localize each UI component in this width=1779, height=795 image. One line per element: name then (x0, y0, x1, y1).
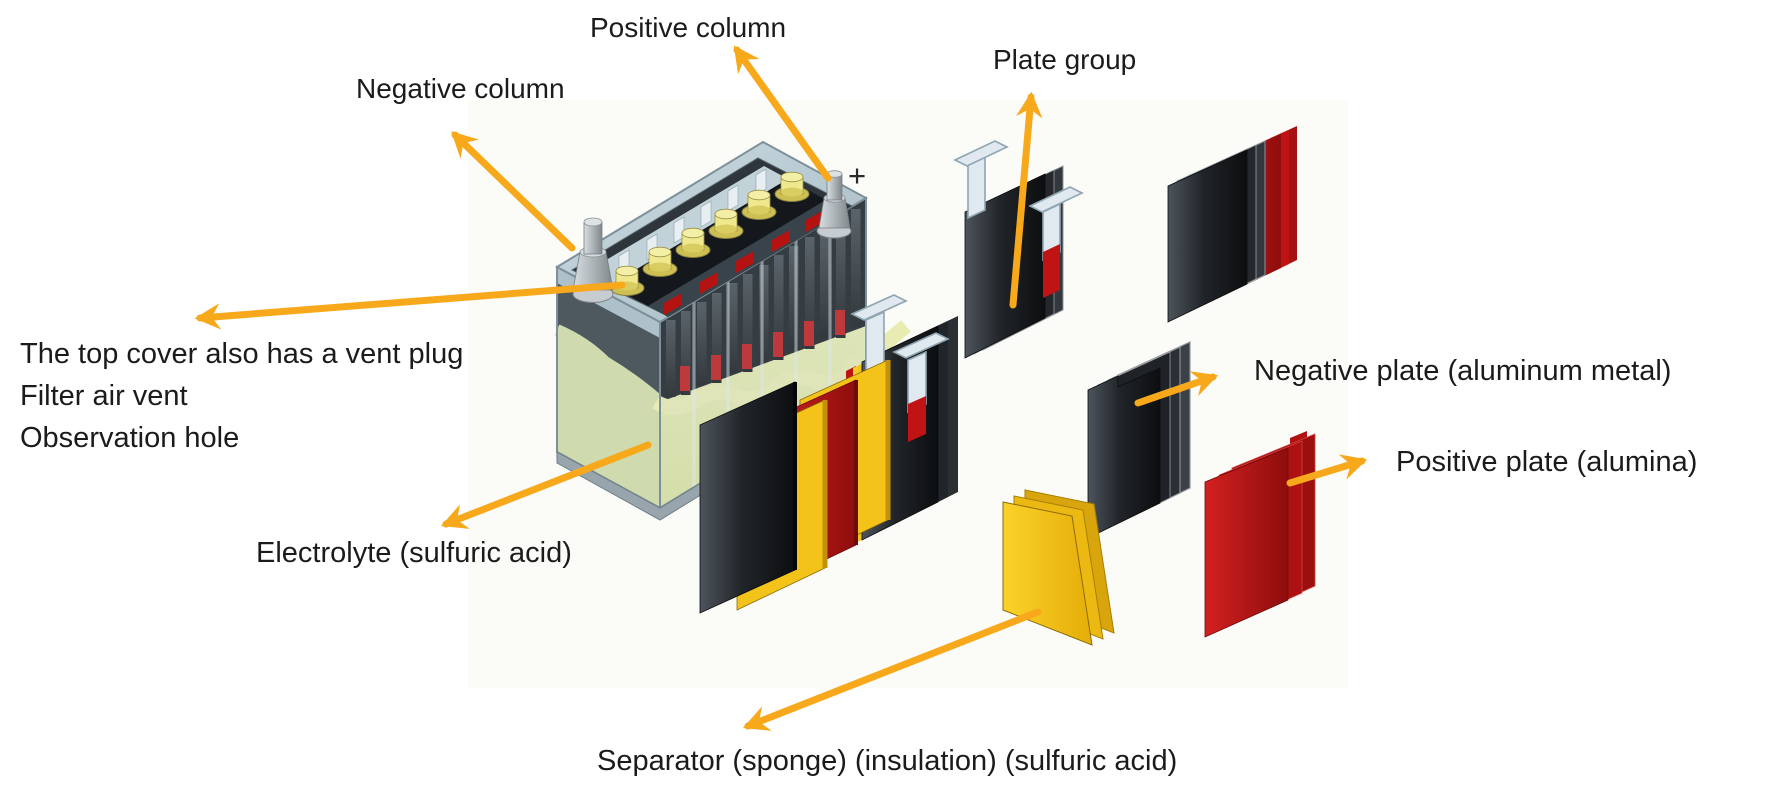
negative-plate-arrow (1134, 371, 1219, 407)
annotation-arrows (194, 45, 1368, 731)
front-plate (964, 173, 1046, 359)
front-sheet (1002, 501, 1093, 646)
label-positive-column: Positive column (590, 12, 787, 43)
negative-plate-sheet (699, 381, 797, 614)
strap-right (892, 332, 950, 442)
strap-right (1028, 186, 1084, 298)
label-separator: Separator (sponge) (insulation) (sulfuri… (597, 745, 1178, 777)
label-positive-plate: Positive plate (alumina) (1396, 446, 1698, 478)
separator-arrow (742, 608, 1042, 731)
front-plate (1204, 447, 1289, 638)
left-face-electrolyte (557, 330, 660, 508)
red-lug (1043, 244, 1060, 298)
positive-terminal-sign: + (848, 158, 867, 193)
strap-left (850, 294, 908, 378)
battery-case (554, 140, 911, 521)
positive-plate-arrow (1286, 454, 1368, 487)
top-red-connectors (664, 210, 824, 315)
battery-top-face (554, 140, 869, 324)
top-cover-note-line1: The top cover also has a vent plug (20, 338, 464, 370)
plate-group-arrow (1009, 91, 1043, 309)
label-negative-plate: Negative plate (aluminum metal) (1254, 355, 1672, 387)
red-connector-tips (680, 310, 845, 391)
plate-group-top-right (1167, 126, 1297, 323)
negative-terminal (572, 217, 614, 303)
red-lug (908, 396, 926, 442)
plate-group-middle (953, 140, 1084, 359)
positive-column-arrow (733, 45, 832, 182)
electrolyte-wave (652, 320, 911, 415)
top-cover-note: The top cover also has a vent plug Filte… (20, 333, 463, 459)
exploded-cell-sheets (699, 359, 891, 614)
front-plate (1167, 149, 1248, 323)
label-electrolyte: Electrolyte (sulfuric acid) (256, 537, 572, 569)
label-plate-group: Plate group (993, 44, 1137, 75)
top-cover-note-line2: Filter air vent (20, 380, 188, 412)
left-face-electrolyte-wave (554, 324, 664, 407)
negative-plate-stack (1087, 341, 1191, 539)
left-face-plates (557, 283, 660, 402)
negative-column-arrow (451, 131, 576, 252)
electrolyte-arrow (440, 441, 652, 529)
top-cover-note-line3: Observation hole (20, 422, 240, 454)
label-negative-column: Negative column (356, 73, 565, 104)
positive-terminal (816, 170, 852, 239)
strap-left (953, 140, 1009, 220)
top-cover-arrow (194, 281, 626, 330)
separator-stack (1002, 489, 1115, 646)
